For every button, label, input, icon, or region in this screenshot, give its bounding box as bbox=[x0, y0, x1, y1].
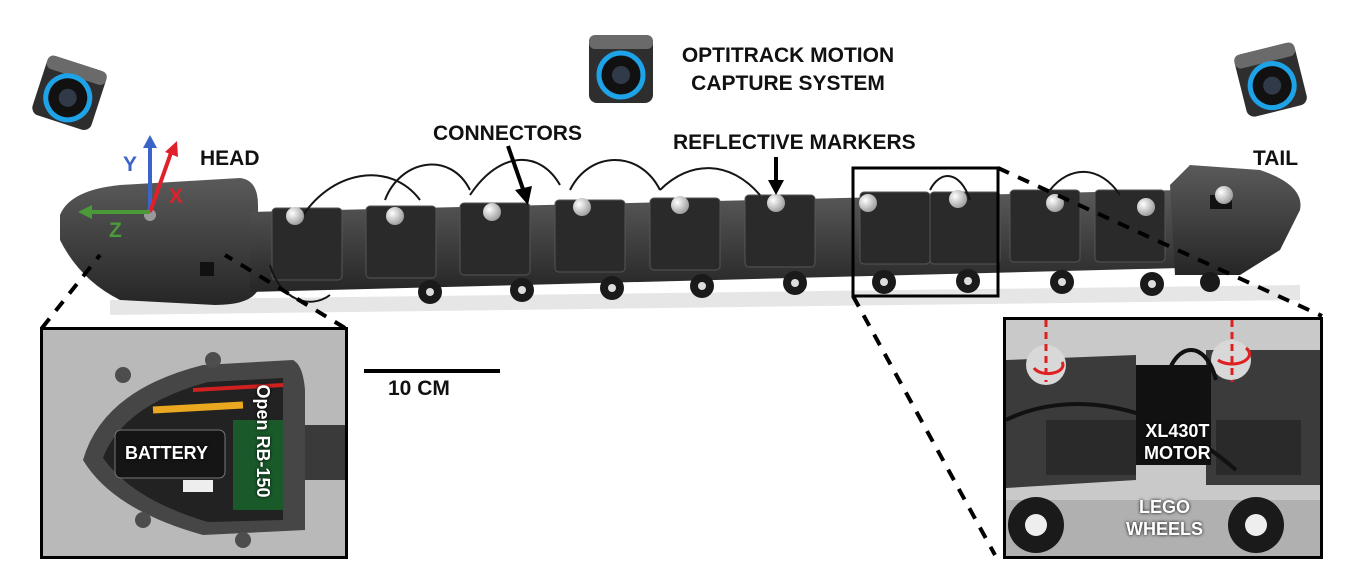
wheels bbox=[418, 269, 1220, 304]
reflective-markers-label: REFLECTIVE MARKERS bbox=[673, 131, 916, 154]
axis-y-label: Y bbox=[123, 153, 138, 176]
head-inset: BATTERY Open RB-150 bbox=[40, 327, 348, 559]
coordinate-axes bbox=[78, 135, 178, 219]
robot-tail bbox=[1170, 165, 1301, 275]
camera-icon bbox=[24, 48, 114, 140]
camera-icon bbox=[1228, 38, 1312, 124]
wheels-label: LEGO WHEELS bbox=[1126, 497, 1204, 539]
highlight-box bbox=[851, 166, 1000, 298]
motion-capture-label: OPTITRACK MOTION CAPTURE SYSTEM bbox=[681, 44, 895, 95]
robot-head bbox=[60, 178, 258, 305]
annotation-arrows bbox=[506, 145, 784, 205]
scale-label: 10 CM bbox=[388, 377, 450, 400]
wheel-inset: XL430T MOTOR LEGO WHEELS bbox=[1003, 317, 1323, 559]
connectors-label: CONNECTORS bbox=[433, 122, 582, 145]
axis-z-label: Z bbox=[109, 219, 122, 242]
controller-board-label: Open RB-150 bbox=[253, 384, 273, 498]
rotation-arrow-icon bbox=[1032, 320, 1251, 382]
axis-x-label: X bbox=[169, 185, 184, 208]
reflective-marker-icon bbox=[286, 186, 1233, 225]
camera-icon bbox=[586, 33, 656, 105]
robot-segments bbox=[250, 189, 1180, 292]
battery-label: BATTERY bbox=[125, 443, 208, 463]
head-label: HEAD bbox=[200, 147, 260, 170]
tail-label: TAIL bbox=[1253, 147, 1299, 170]
motor-label: XL430T MOTOR bbox=[1144, 421, 1211, 463]
leader-lines bbox=[40, 166, 1323, 556]
